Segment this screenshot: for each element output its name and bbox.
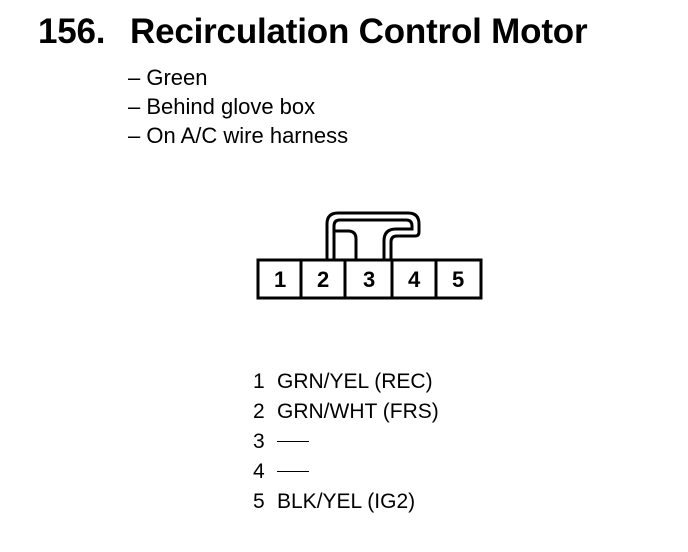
pin-number: 4 — [253, 460, 265, 483]
pin-number: 3 — [253, 430, 265, 453]
pin-number: 2 — [253, 400, 265, 423]
connector-pin-label: 4 — [408, 267, 421, 292]
page-title: 156. Recirculation Control Motor — [38, 12, 588, 52]
pin-wire: GRN/YEL (REC) — [277, 370, 433, 393]
note-harness: – On A/C wire harness — [128, 123, 349, 148]
title-text: Recirculation Control Motor — [130, 12, 588, 51]
unused-pin-dash — [277, 441, 309, 442]
pin-number: 1 — [253, 370, 265, 393]
connector-pin-label: 5 — [452, 267, 464, 292]
pin-number: 5 — [253, 490, 265, 513]
connector-latch-outer — [325, 211, 421, 260]
unused-pin-dash — [277, 471, 309, 472]
title-number: 156. — [38, 12, 106, 51]
pin-row-4: 4 — [253, 457, 439, 487]
pin-assignment-list: 1 GRN/YEL (REC) 2 GRN/WHT (FRS) 3 4 5 BLK/Y… — [253, 367, 439, 517]
connector-body — [256, 258, 483, 300]
connector-pin-label: 1 — [274, 267, 286, 292]
pin-row-3: 3 — [253, 427, 439, 457]
pin-row-2: 2 GRN/WHT (FRS) — [253, 397, 439, 427]
connector-latch-left-leg — [334, 229, 358, 260]
pin-wire: BLK/YEL (IG2) — [277, 490, 416, 513]
connector-pin-label: 2 — [317, 267, 329, 292]
pin-row-5: 5 BLK/YEL (IG2) — [253, 487, 439, 517]
location-notes: – Green – Behind glove box – On A/C wire… — [128, 63, 348, 150]
note-location: – Behind glove box — [128, 94, 316, 119]
connector-pin-label: 3 — [363, 267, 375, 292]
pin-row-1: 1 GRN/YEL (REC) — [253, 367, 439, 397]
pin-wire: GRN/WHT (FRS) — [277, 400, 439, 423]
connector-latch-inner — [332, 218, 414, 260]
note-color: – Green — [128, 65, 208, 90]
